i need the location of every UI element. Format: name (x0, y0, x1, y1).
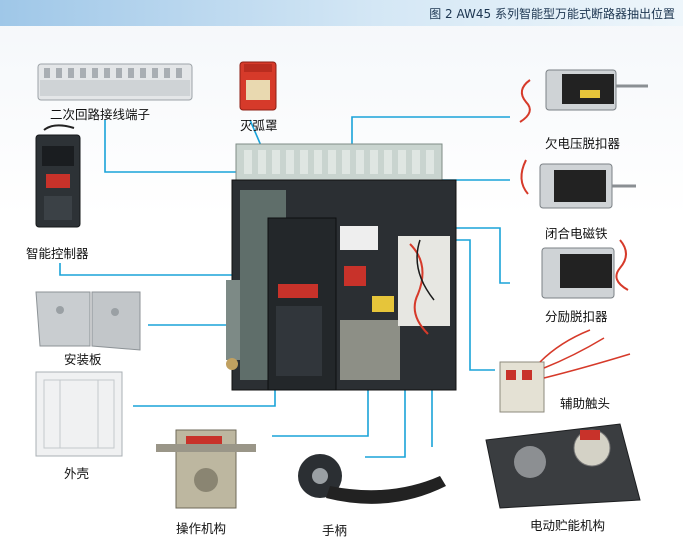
undervoltage-release-image (519, 69, 648, 123)
label-shell: 外壳 (64, 466, 90, 481)
shunt-release-image (541, 239, 629, 299)
label-handle: 手柄 (322, 523, 348, 538)
closing-electromagnet-image (520, 159, 636, 209)
label-arc: 灭弧罩 (240, 118, 278, 133)
controller-image (35, 124, 81, 228)
figure-caption: 图 2 AW45 系列智能型万能式断路器抽出位置 (429, 7, 675, 21)
aux-contact-image (499, 329, 631, 413)
leader-shunt (425, 227, 510, 284)
operating-mechanism-image (156, 429, 256, 509)
leader-terminal (104, 120, 300, 173)
motor-mechanism-image (485, 423, 641, 509)
breaker-body-image (226, 143, 457, 391)
leader-arc (249, 119, 263, 149)
label-undervoltage: 欠电压脱扣器 (545, 136, 621, 151)
label-aux: 辅助触头 (560, 396, 611, 411)
label-shunt: 分励脱扣器 (545, 309, 608, 324)
caption-bar: 图 2 AW45 系列智能型万能式断路器抽出位置 (0, 0, 683, 26)
shell-image (35, 371, 123, 457)
leader-controller (59, 263, 302, 276)
mounting-plate-image (35, 291, 141, 351)
handle-image (298, 454, 446, 504)
label-terminal: 二次回路接线端子 (50, 107, 151, 122)
label-controller: 智能控制器 (26, 246, 89, 261)
label-operating: 操作机构 (176, 521, 227, 536)
label-motor: 电动贮能机构 (530, 518, 606, 533)
label-closing: 闭合电磁铁 (545, 226, 608, 241)
arc-chute-image (239, 61, 277, 111)
label-plate: 安装板 (64, 352, 102, 367)
terminal-strip-image (37, 63, 193, 101)
